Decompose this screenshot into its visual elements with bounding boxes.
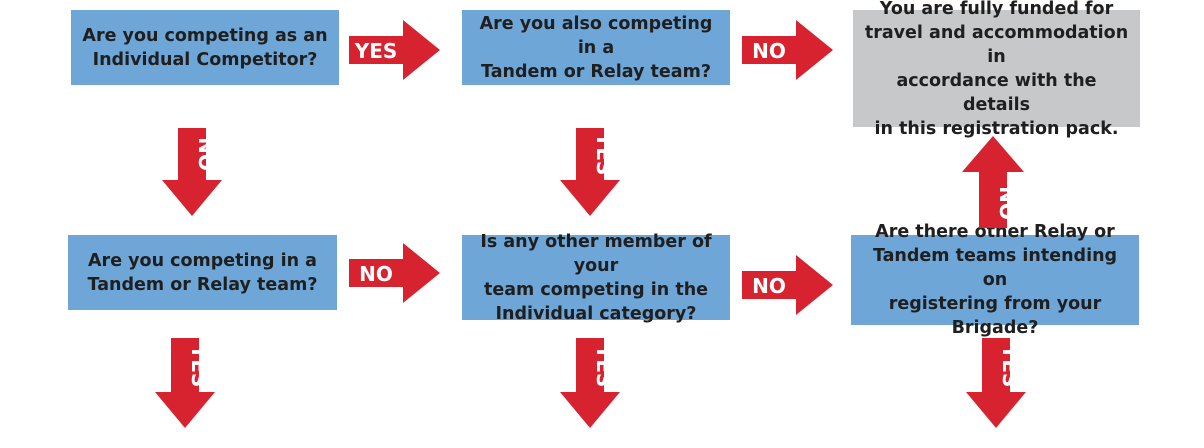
question-also-team-text: Are you also competing in a Tandem or Re…: [479, 13, 713, 82]
question-team-text: Are you competing in a Tandem or Relay t…: [87, 250, 318, 295]
question-individual-text: Are you competing as an Individual Compe…: [82, 25, 328, 70]
arrow-label: YES: [592, 344, 616, 388]
arrow-label: NO: [194, 137, 218, 171]
result-box-fully-funded: You are fully funded for travel and acco…: [853, 0, 1140, 139]
arrow-label: YES: [354, 39, 398, 63]
arrow-q6-to-result: NO: [962, 136, 1024, 228]
arrow-q1-to-q2: YES: [349, 20, 440, 80]
arrow-label: NO: [359, 262, 393, 286]
question-box-individual: Are you competing as an Individual Compe…: [71, 10, 339, 85]
arrow-q2-to-q5: YES: [560, 128, 620, 216]
arrow-right-icon: YES: [349, 20, 440, 80]
arrow-right-icon: NO: [349, 243, 440, 303]
question-box-other-teams: Are there other Relay or Tandem teams in…: [851, 222, 1139, 338]
question-other-teams-text: Are there other Relay or Tandem teams in…: [872, 222, 1118, 338]
arrow-q4-down: YES: [155, 338, 215, 428]
arrow-label: NO: [995, 186, 1019, 220]
arrow-down-icon: NO: [162, 128, 222, 216]
arrow-label: YES: [592, 132, 616, 176]
arrow-label: YES: [187, 344, 211, 388]
arrow-label: YES: [998, 344, 1022, 388]
arrow-q5-to-q6: NO: [742, 255, 833, 315]
arrow-right-icon: NO: [742, 255, 833, 315]
arrow-up-icon: NO: [962, 136, 1024, 228]
question-member-individual-text: Is any other member of your team competi…: [480, 231, 712, 324]
arrow-label: NO: [752, 274, 786, 298]
arrow-down-icon: YES: [560, 128, 620, 216]
question-box-team: Are you competing in a Tandem or Relay t…: [68, 235, 337, 310]
arrow-label: NO: [752, 39, 786, 63]
arrow-right-icon: NO: [742, 20, 833, 80]
arrow-q5-down: YES: [560, 338, 620, 428]
arrow-q4-to-q5: NO: [349, 243, 440, 303]
question-box-also-team: Are you also competing in a Tandem or Re…: [462, 10, 730, 85]
arrow-down-icon: YES: [155, 338, 215, 428]
arrow-q2-to-result: NO: [742, 20, 833, 80]
result-fully-funded-text: You are fully funded for travel and acco…: [864, 0, 1129, 139]
arrow-q1-to-q4: NO: [162, 128, 222, 216]
question-box-member-individual: Is any other member of your team competi…: [462, 232, 730, 324]
arrow-down-icon: YES: [560, 338, 620, 428]
arrow-down-icon: YES: [966, 338, 1026, 428]
arrow-q6-down: YES: [966, 338, 1026, 428]
